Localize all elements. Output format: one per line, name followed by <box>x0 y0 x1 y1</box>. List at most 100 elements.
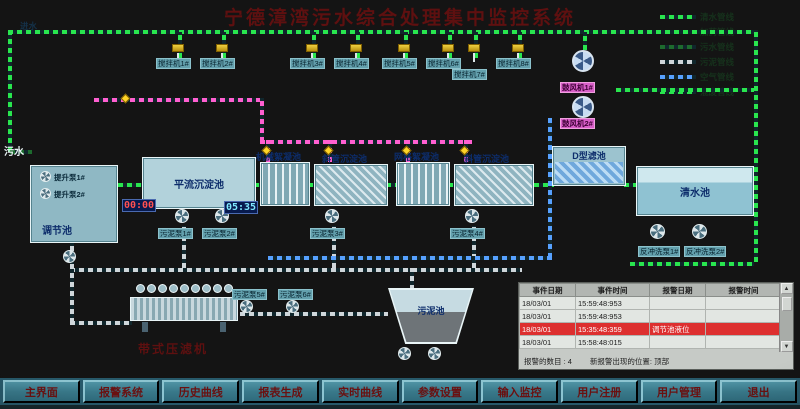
pipe-dosing-down <box>260 98 264 142</box>
sludge-pump-1-icon[interactable] <box>175 209 189 223</box>
mixer-6-icon[interactable] <box>442 44 454 62</box>
lift-pump-2-icon[interactable] <box>40 188 51 199</box>
tank-sludge: 污泥池 <box>388 288 474 344</box>
mixer-8-icon[interactable] <box>512 44 524 62</box>
alarm-cell: 18/03/01 <box>519 322 576 336</box>
roller-icon <box>146 284 156 293</box>
air-line-swatch <box>660 74 696 79</box>
pipe-connector <box>254 183 262 187</box>
tank-grid-floc <box>396 162 450 206</box>
lift-pump-1-icon[interactable] <box>40 171 51 182</box>
mixer-5-icon[interactable] <box>398 44 410 62</box>
nav-alarm-button[interactable]: 报警系统 <box>82 380 160 403</box>
pipe-sludge-drop <box>472 226 476 268</box>
pipe-dosing-main <box>260 140 472 144</box>
alarm-cell: 15:59:48:953 <box>575 296 650 310</box>
pipe-connector <box>308 183 317 187</box>
pipe-air-down <box>548 118 552 258</box>
regulating-drain-pump-icon[interactable] <box>63 250 76 263</box>
sludge-pump-5-icon[interactable] <box>240 300 253 313</box>
d-filter-water <box>555 162 623 183</box>
sludge-pump-4-label: 污泥泵4# <box>450 228 485 239</box>
alarm-row[interactable]: 18/03/01 15:59:48:953 <box>519 309 782 323</box>
mixer-5-label: 搅拌机5# <box>382 58 417 69</box>
timer-display-1: 00:00 <box>122 199 156 212</box>
alarm-cell: 18/03/01 <box>519 335 576 349</box>
belt-press-machine <box>130 284 238 336</box>
mixer-1-icon[interactable] <box>172 44 184 62</box>
pipe-legend: 清水管线 加药管线 污水管线 污泥管线 空气管线 混废管线 <box>660 9 734 99</box>
tank-horizontal-sed <box>142 157 256 209</box>
nav-report-button[interactable]: 报表生成 <box>242 380 319 403</box>
nav-parameter-button[interactable]: 参数设置 <box>401 380 479 403</box>
alarm-row-highlighted[interactable]: 18/03/01 15:35:48:359 调节池液位 <box>519 322 782 336</box>
alarm-table: 事件日期 事件时间 报警日期 报警时间 18/03/01 15:59:48:95… <box>519 283 782 349</box>
sludge-tank-pump-icon[interactable] <box>398 347 411 360</box>
sludge-pump-6-icon[interactable] <box>286 300 299 313</box>
pipe-air-main <box>268 256 552 260</box>
legend-row: 污泥管线 <box>660 54 734 69</box>
bottom-strip <box>0 405 800 409</box>
scroll-down-arrow-icon[interactable]: ▼ <box>780 341 793 352</box>
legend-label: 空气管线 <box>700 71 735 82</box>
nav-user-manage-button[interactable]: 用户管理 <box>640 380 718 403</box>
tank-horizontal-sed-label: 平流沉淀池 <box>174 180 224 191</box>
alarm-row[interactable]: 18/03/01 15:58:48:015 <box>519 335 782 349</box>
scrollbar-thumb[interactable] <box>781 297 792 311</box>
alarm-col-header: 事件日期 <box>519 283 576 297</box>
mixer-2-icon[interactable] <box>216 44 228 62</box>
alarm-scrollbar[interactable]: ▲ ▼ <box>779 283 793 352</box>
roller-icon <box>201 284 211 293</box>
tank-sludge-label: 污泥池 <box>417 306 445 316</box>
pipe-sewage-inlet <box>10 150 32 154</box>
tank-clean-water-label: 清水池 <box>680 188 710 199</box>
alarm-col-header: 报警日期 <box>649 283 706 297</box>
sludge-tank-pump-icon[interactable] <box>428 347 441 360</box>
roller-icon <box>135 284 145 293</box>
nav-user-register-button[interactable]: 用户注册 <box>560 380 638 403</box>
sludge-pump-3-icon[interactable] <box>325 209 339 223</box>
roller-icon <box>190 284 200 293</box>
sewage-line-swatch <box>660 44 696 49</box>
alarm-col-header: 事件时间 <box>575 283 650 297</box>
blower-2-icon[interactable] <box>572 96 594 118</box>
sludge-pump-2-label: 污泥泵2# <box>202 228 237 239</box>
alarm-row[interactable]: 18/03/01 15:59:48:953 <box>519 296 782 310</box>
legend-row: 空气管线 <box>660 69 734 84</box>
blower-1-icon[interactable] <box>572 50 594 72</box>
mixer-4-label: 搅拌机4# <box>334 58 369 69</box>
clean-line-swatch <box>660 14 696 19</box>
alarm-cell <box>705 322 782 336</box>
mixer-3-icon[interactable] <box>306 44 318 62</box>
nav-input-monitor-button[interactable]: 输入监控 <box>481 380 558 403</box>
roller-icon <box>223 284 233 293</box>
backwash-pump-2-icon[interactable] <box>692 224 707 239</box>
inlet-label: 进水 <box>20 21 38 31</box>
mixer-4-icon[interactable] <box>350 44 362 62</box>
tank-regulating-label: 调节池 <box>42 226 72 237</box>
pipe-connector <box>118 183 144 187</box>
sludge-pump-3-label: 污泥泵3# <box>310 228 345 239</box>
nav-main-button[interactable]: 主界面 <box>3 380 80 403</box>
tank-d-filter <box>552 146 626 186</box>
backwash-pump-1-icon[interactable] <box>650 224 665 239</box>
mixer-7-icon[interactable] <box>468 44 480 62</box>
blower-2-label: 鼓风机2# <box>560 118 595 129</box>
nav-realtime-curve-button[interactable]: 实时曲线 <box>321 380 399 403</box>
sludge-pump-5-label: 污泥泵5# <box>232 289 267 300</box>
roller-icon <box>157 284 167 293</box>
nav-exit-button[interactable]: 退出 <box>720 380 798 403</box>
roller-icon <box>212 284 222 293</box>
nav-history-curve-button[interactable]: 历史曲线 <box>162 380 240 403</box>
pipe-blower-right <box>616 88 754 92</box>
alarm-cell <box>705 309 782 323</box>
alarm-count-label: 报警的数目 : 4 <box>524 356 572 366</box>
pipe-sludge-left <box>70 243 74 323</box>
sludge-pump-4-icon[interactable] <box>465 209 479 223</box>
alarm-cell: 18/03/01 <box>519 296 576 310</box>
pipe-sludge-press-link <box>240 312 388 316</box>
pipe-sludge-to-tank <box>410 268 414 290</box>
bottom-nav-bar: 主界面 报警系统 历史曲线 报表生成 实时曲线 参数设置 输入监控 用户注册 用… <box>0 378 800 405</box>
scroll-up-arrow-icon[interactable]: ▲ <box>780 283 793 294</box>
